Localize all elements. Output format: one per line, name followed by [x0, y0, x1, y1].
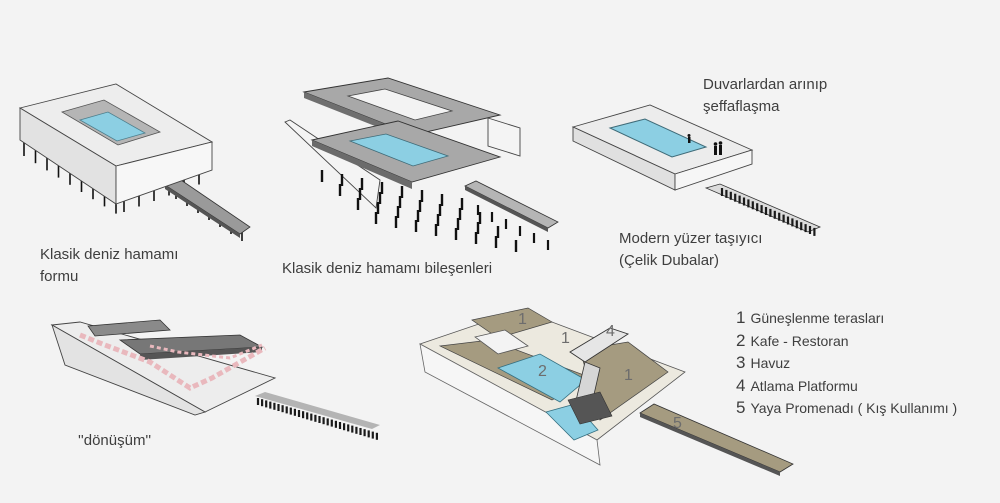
caption-floating-support: Modern yüzer taşıyıcı (Çelik Dubalar)	[619, 228, 762, 272]
transparent-floating-drawing	[571, 104, 822, 236]
caption-classic-form: Klasik deniz hamamı formu	[40, 244, 178, 288]
caption-line: Klasik deniz hamamı	[40, 246, 179, 263]
caption-line: Klasik deniz hamamı bileşenleri	[282, 260, 493, 277]
classic-bath-form-drawing	[18, 83, 251, 241]
site-label: 1	[518, 311, 527, 328]
caption-transformation: ''dönüşüm''	[78, 430, 151, 452]
pontoons	[720, 188, 816, 236]
components-exploded-drawing	[284, 77, 559, 252]
people-figures	[687, 134, 723, 155]
caption-line: formu	[40, 268, 79, 285]
caption-line: ''dönüşüm''	[78, 432, 152, 449]
site-label: 5	[673, 415, 682, 432]
site-plan-drawing: 1 1 4 2 1 5	[419, 307, 794, 476]
stilts	[320, 170, 550, 252]
site-label: 4	[606, 323, 615, 340]
pontoons	[256, 398, 378, 440]
site-label: 1	[624, 367, 633, 384]
caption-transparency: Duvarlardan arınıp şeffaflaşma	[703, 74, 827, 118]
transformation-drawing	[50, 319, 380, 440]
caption-line: şeffaflaşma	[703, 98, 780, 115]
site-label: 2	[538, 363, 547, 380]
caption-line: (Çelik Dubalar)	[619, 252, 720, 269]
site-label: 1	[561, 330, 570, 347]
caption-line: Duvarlardan arınıp	[703, 76, 828, 93]
caption-components: Klasik deniz hamamı bileşenleri	[282, 258, 492, 280]
caption-line: Modern yüzer taşıyıcı	[619, 230, 763, 247]
